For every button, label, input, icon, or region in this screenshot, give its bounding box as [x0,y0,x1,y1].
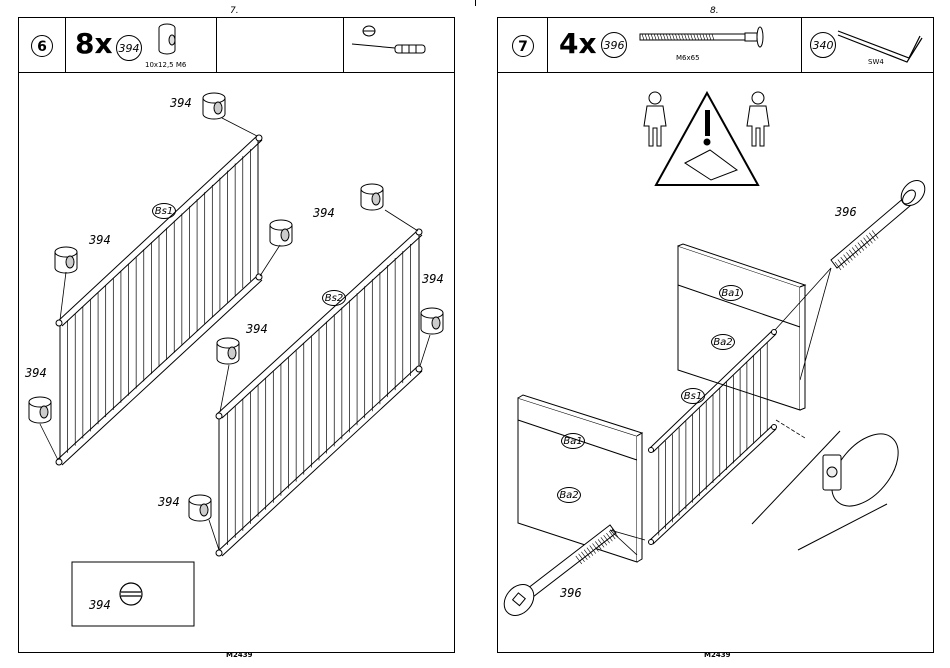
cam-lock-detail-icon [120,583,142,605]
panel-label-ba1: Ba1 [561,433,585,449]
cam-fitting-icon [217,338,239,364]
bolt-icon [640,27,763,47]
person-icon [644,92,666,146]
cam-fitting-icon [55,247,77,273]
assembly-drawing-left [0,0,475,668]
cam-fitting-icon [29,397,51,423]
cam-fitting-icon [189,495,211,521]
panel-label-bs1: Bs1 [681,388,705,404]
callout-394: 394 [422,272,444,286]
cam-fitting-icon [270,220,292,246]
screwdriver-icon [352,26,425,53]
panel-label-ba2: Ba2 [557,487,581,503]
callout-394: 394 [89,233,111,247]
panel-label-bs1: Bs1 [152,203,176,219]
panel-label-bs2: Bs2 [322,290,346,306]
footer-code: M2439 [704,651,730,659]
footer-code: M2439 [226,651,252,659]
panel-label-ba2: Ba2 [711,334,735,350]
cam-fitting-icon [421,308,443,334]
assembly-drawing-right [475,0,950,668]
end-board-back [678,244,805,410]
callout-394: 394 [25,366,47,380]
callout-394: 394 [246,322,268,336]
callout-396: 396 [560,586,582,600]
callout-394: 394 [170,96,192,110]
person-icon [747,92,769,146]
end-board-front [518,395,642,562]
allen-key-icon [838,31,922,62]
side-panel-bs1 [56,135,262,465]
instruction-page-right: 8. 7 4x 396 M6x65 340 SW4 [475,0,950,668]
cam-fitting-icon [203,93,225,119]
magnified-detail [752,422,911,550]
callout-394: 394 [89,598,111,612]
bolt-396 [498,525,618,621]
callout-394: 394 [158,495,180,509]
side-panel-bs2 [216,229,422,556]
callout-396: 396 [835,205,857,219]
bolt-396 [831,176,930,270]
callout-394: 394 [313,206,335,220]
cam-fitting-icon [361,184,383,210]
instruction-page-left: 7. 6 8x 394 10x12,5 M6 [0,0,475,668]
warning-icon [656,93,758,185]
cam-fitting-icon [159,24,175,54]
panel-label-ba1: Ba1 [719,285,743,301]
